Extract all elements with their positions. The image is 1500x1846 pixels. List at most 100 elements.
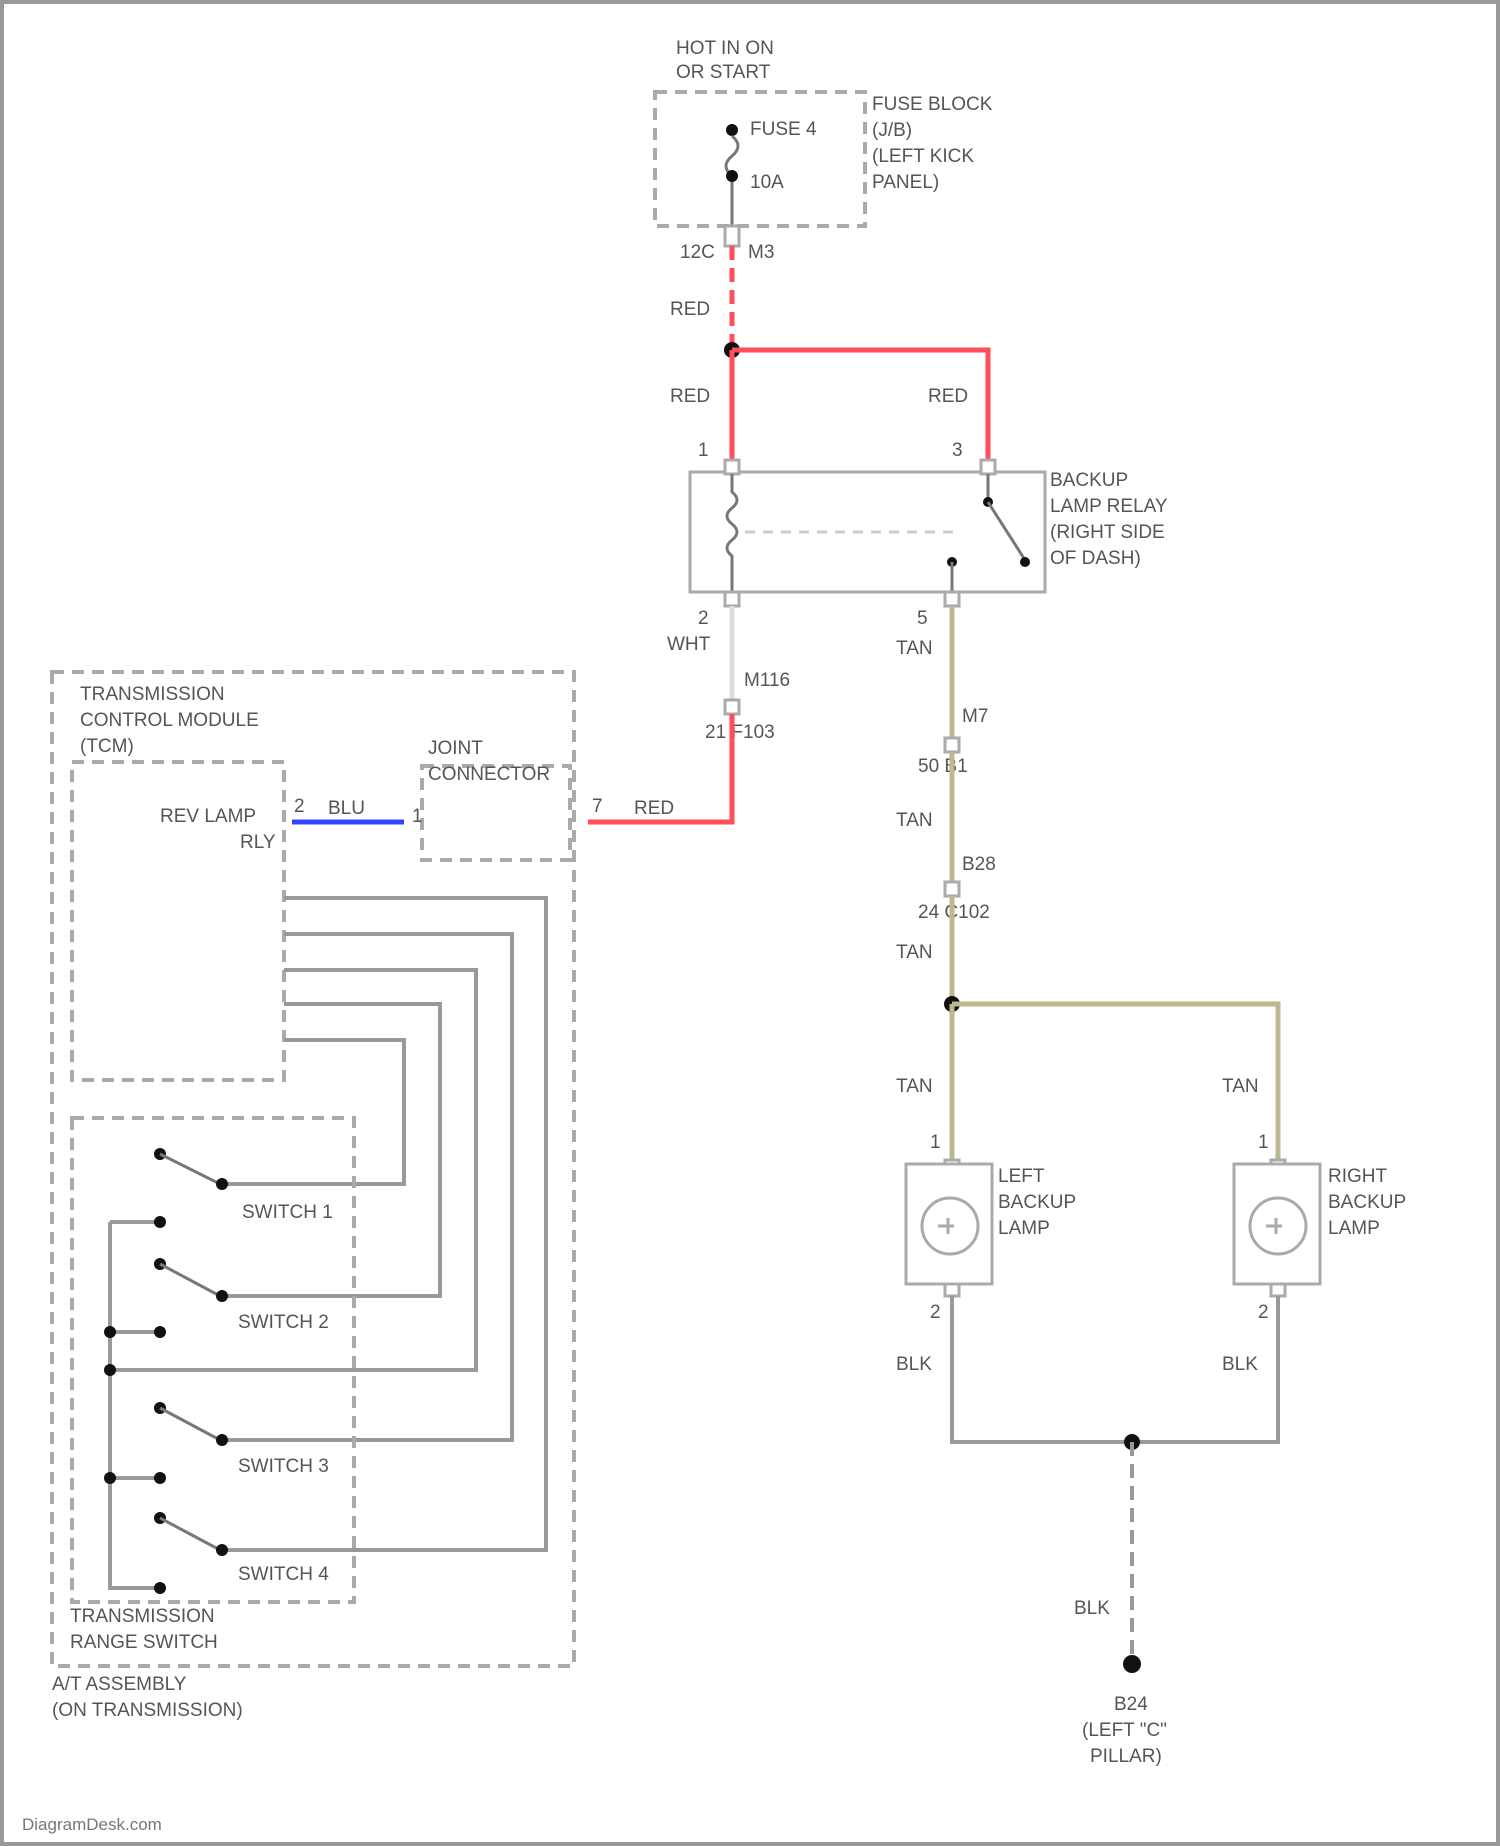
relay-label-1: BACKUP [1050,470,1128,491]
relay-label-3: (RIGHT SIDE [1050,522,1165,543]
connector-m7-terminal [945,738,959,752]
range-switch-label-2: RANGE SWITCH [70,1632,218,1653]
left-lamp-label-2: BACKUP [998,1192,1076,1213]
bus-line-switch4 [222,898,546,1550]
switch2-common-point [154,1216,166,1228]
wire-tan-label-1: TAN [896,638,933,659]
relay-pin3: 3 [952,440,963,461]
connector-m116-f103 [725,700,739,714]
switch4-common-point [154,1582,166,1594]
fuse-block-label-3: (LEFT KICK [872,146,974,167]
switch2-tap-point [154,1326,166,1338]
switch4-label: SWITCH 4 [238,1564,329,1585]
switch4-contact [216,1544,228,1556]
switch1-contact [216,1178,228,1190]
wire-blk-label-2: BLK [1222,1354,1258,1375]
wire-tan-label-2: TAN [896,810,933,831]
joint-label-2: CONNECTOR [428,764,550,785]
range-switch-label-1: TRANSMISSION [70,1606,215,1627]
relay-label-2: LAMP RELAY [1050,496,1168,517]
left-lamp-pin2-terminal [945,1284,959,1296]
rail-splice-2 [104,1364,116,1376]
fuse-block-label-1: FUSE BLOCK [872,94,993,115]
switch3-tap-point [154,1472,166,1484]
bus-line-common [110,970,476,1370]
right-lamp-label-1: RIGHT [1328,1166,1388,1187]
switch-common-rail [110,1222,160,1588]
relay-label-4: OF DASH) [1050,548,1141,569]
wire-tan-label-5: TAN [1222,1076,1259,1097]
watermark: DiagramDesk.com [22,1815,162,1834]
switch2-label: SWITCH 2 [238,1312,329,1333]
right-lamp-pin1: 1 [1258,1132,1269,1153]
joint-label-1: JOINT [428,738,483,759]
wire-red-label-4: RED [634,798,674,819]
tcm-pin2: 2 [294,796,305,817]
range-switch-box [72,1118,354,1602]
tcm-label-2: CONTROL MODULE [80,710,259,731]
fuse-conn-right: M3 [748,242,774,263]
bus-line-switch3 [222,934,512,1440]
rev-lamp-label-1: REV LAMP [160,806,256,827]
ground-icon [1123,1655,1141,1673]
wire-blk-label-1: BLK [896,1354,932,1375]
relay-pin1: 1 [698,440,709,461]
left-lamp-pin1: 1 [930,1132,941,1153]
switch1-label: SWITCH 1 [242,1202,333,1223]
connector-b28: B28 [962,854,996,875]
right-lamp-label-2: BACKUP [1328,1192,1406,1213]
switch2-arm [160,1264,220,1296]
right-lamp-pin2-terminal [1271,1284,1285,1296]
switch3-arm [160,1408,220,1440]
switch2-contact [216,1290,228,1302]
rev-lamp-label-2: RLY [240,832,276,853]
switch3-contact [216,1434,228,1446]
connector-m116: M116 [744,670,790,691]
switch3-label: SWITCH 3 [238,1456,329,1477]
tcm-label-3: (TCM) [80,736,134,757]
connector-f103: 21 F103 [705,722,775,743]
at-assembly-label-2: (ON TRANSMISSION) [52,1700,243,1721]
connector-b28-terminal [945,882,959,896]
ground-label-1: B24 [1114,1694,1148,1715]
switch1-arm [160,1154,220,1184]
connector-m7-pins: 50 B1 [918,756,968,777]
wire-tan-label-3: TAN [896,942,933,963]
at-assembly-label-1: A/T ASSEMBLY [52,1674,187,1695]
fuse-conn-left: 12C [680,242,715,263]
power-label-2: OR START [676,62,771,83]
left-lamp-pin2: 2 [930,1302,941,1323]
connector-m7: M7 [962,706,988,727]
bus-line-switch1 [222,1040,404,1184]
relay-pin2-terminal [725,592,739,606]
relay-pin3-terminal [981,460,995,474]
wire-tan-label-4: TAN [896,1076,933,1097]
right-lamp-pin2: 2 [1258,1302,1269,1323]
rail-splice-1 [104,1326,116,1338]
ground-label-3: PILLAR) [1090,1746,1162,1767]
bus-line-switch2 [222,1004,440,1296]
relay-contact-point [1020,557,1030,567]
relay-pin5: 5 [917,608,928,629]
wire-red-label-1: RED [670,299,710,320]
fuse-terminal-top [726,124,738,136]
switch4-arm [160,1518,220,1550]
relay-pin5-terminal [945,592,959,606]
left-lamp-label-3: LAMP [998,1218,1050,1239]
wire-red-label-2: RED [670,386,710,407]
fuse-connector [725,226,739,246]
right-lamp-label-3: LAMP [1328,1218,1380,1239]
wire-red-label-3: RED [928,386,968,407]
relay-pin2: 2 [698,608,709,629]
wire-blk-label-3: BLK [1074,1598,1110,1619]
power-label-1: HOT IN ON [676,38,774,59]
ground-label-2: (LEFT "C" [1082,1720,1167,1741]
fuse-name: FUSE 4 [750,119,817,140]
wire-wht-label: WHT [667,634,711,655]
joint-pin1: 1 [412,806,423,827]
relay-pin1-terminal [725,460,739,474]
fuse-terminal-bottom [726,170,738,182]
fuse-block-box [655,92,865,226]
